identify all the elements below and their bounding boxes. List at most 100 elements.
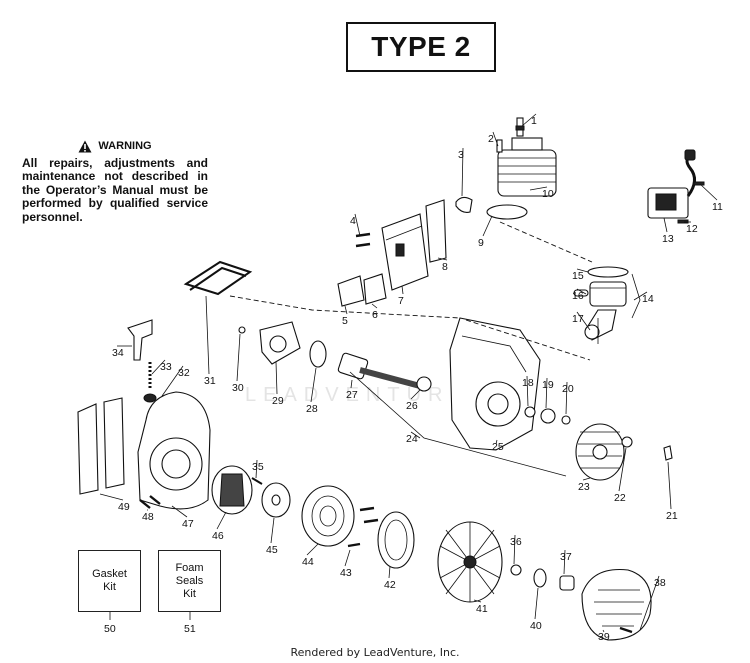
gasket-kit-box: Gasket Kit xyxy=(78,550,141,612)
screw-part xyxy=(677,219,689,224)
callout-leader-29 xyxy=(275,361,278,395)
callout-48: 48 xyxy=(142,511,154,523)
callout-leader-28 xyxy=(310,367,317,403)
callout-leader-19 xyxy=(545,377,548,409)
kit-numbers: 50 51 xyxy=(104,612,196,635)
callout-leader-2 xyxy=(492,131,499,147)
callout-leader-39 xyxy=(602,629,605,633)
callout-43: 43 xyxy=(340,567,352,579)
crankshaft-part xyxy=(337,352,421,389)
screw-part xyxy=(693,181,705,186)
callout-leader-27 xyxy=(350,379,353,389)
callout-leader-3 xyxy=(461,147,464,197)
callout-leader-46 xyxy=(216,511,227,530)
foam-seals-kit-box: Foam Seals Kit xyxy=(158,550,221,612)
callout-33: 33 xyxy=(160,361,172,373)
piston-pin-part xyxy=(573,289,589,297)
callout-4: 4 xyxy=(350,215,356,227)
callout-16: 16 xyxy=(572,290,584,302)
assembly-line xyxy=(229,295,461,319)
callout-19: 19 xyxy=(542,379,554,391)
ignition-module-part xyxy=(647,149,696,219)
callout-41: 41 xyxy=(476,603,488,615)
screw-part xyxy=(619,626,633,634)
bearing-part xyxy=(540,408,556,424)
callout-leader-49 xyxy=(99,493,124,501)
callout-leader-7 xyxy=(401,285,404,295)
callout-10: 10 xyxy=(542,188,554,200)
kit-number-foam-seals: 51 xyxy=(184,623,196,635)
callout-7: 7 xyxy=(398,295,404,307)
callout-25: 25 xyxy=(492,441,504,453)
assembly-line xyxy=(465,319,591,361)
foam-seal-part xyxy=(103,397,125,489)
callout-leader-41 xyxy=(473,599,482,603)
callout-leader-36 xyxy=(513,534,516,565)
callout-leader-20 xyxy=(565,381,568,415)
washer-part xyxy=(533,568,547,588)
callout-leader-10 xyxy=(529,186,548,191)
bolt-part xyxy=(347,542,361,548)
callout-leader-18 xyxy=(526,375,529,407)
callout-5: 5 xyxy=(342,315,348,327)
key-part xyxy=(663,445,673,461)
watermark-text: LEADVENTURE xyxy=(245,384,470,406)
callout-leader-31 xyxy=(205,295,210,375)
seal-part xyxy=(524,406,536,418)
plate-part xyxy=(337,275,365,307)
washer-part xyxy=(621,436,633,448)
callout-21: 21 xyxy=(666,510,678,522)
flywheel-part xyxy=(575,423,625,481)
footer-credit: Rendered by LeadVenture, Inc. xyxy=(290,646,460,659)
callout-leader-30 xyxy=(236,333,241,382)
callout-47: 47 xyxy=(182,518,194,530)
heat-shield-part xyxy=(425,199,447,263)
nut-part xyxy=(510,564,522,576)
warning-heading: WARNING xyxy=(98,140,152,152)
warning-icon xyxy=(78,140,92,153)
callout-leader-42 xyxy=(388,565,391,579)
callout-leader-11 xyxy=(699,183,718,201)
callout-31: 31 xyxy=(204,375,216,387)
cap-part xyxy=(143,393,157,403)
callout-46: 46 xyxy=(212,530,224,542)
callout-26: 26 xyxy=(406,400,418,412)
spacer-part xyxy=(559,575,575,591)
callout-17: 17 xyxy=(572,313,584,325)
callout-35: 35 xyxy=(252,461,264,473)
callout-leader-13 xyxy=(663,217,668,233)
assembly-line xyxy=(499,221,593,263)
callout-leader-47 xyxy=(171,505,188,518)
callout-42: 42 xyxy=(384,579,396,591)
callout-38: 38 xyxy=(654,577,666,589)
callout-leader-25 xyxy=(495,439,498,445)
callout-32: 32 xyxy=(178,367,190,379)
muffler-gasket-part xyxy=(363,273,387,305)
callout-leader-22 xyxy=(618,447,627,492)
callout-13: 13 xyxy=(662,233,674,245)
callout-leader-15 xyxy=(576,268,589,273)
throttle-knob-part xyxy=(127,319,153,361)
connecting-rod-part xyxy=(584,309,617,341)
callout-14: 14 xyxy=(642,293,654,305)
spark-plug-part xyxy=(515,117,525,137)
type-title: TYPE 2 xyxy=(346,22,496,72)
intake-gasket-part xyxy=(309,340,327,368)
screw-part xyxy=(251,477,263,485)
callout-leader-6 xyxy=(371,303,378,309)
callout-leader-14 xyxy=(633,291,648,301)
callout-44: 44 xyxy=(302,556,314,568)
callout-37: 37 xyxy=(560,551,572,563)
callout-15: 15 xyxy=(572,270,584,282)
callout-29: 29 xyxy=(272,395,284,407)
cylinder-gasket-part xyxy=(486,204,528,220)
callout-leader-44 xyxy=(306,543,319,556)
callout-leader-38 xyxy=(639,575,660,631)
callout-27: 27 xyxy=(346,389,358,401)
foam-seal-part xyxy=(77,403,99,495)
callout-leader-23 xyxy=(582,477,591,481)
seal-part xyxy=(561,415,571,425)
callout-1: 1 xyxy=(531,115,537,127)
crankcase-part xyxy=(449,317,541,451)
